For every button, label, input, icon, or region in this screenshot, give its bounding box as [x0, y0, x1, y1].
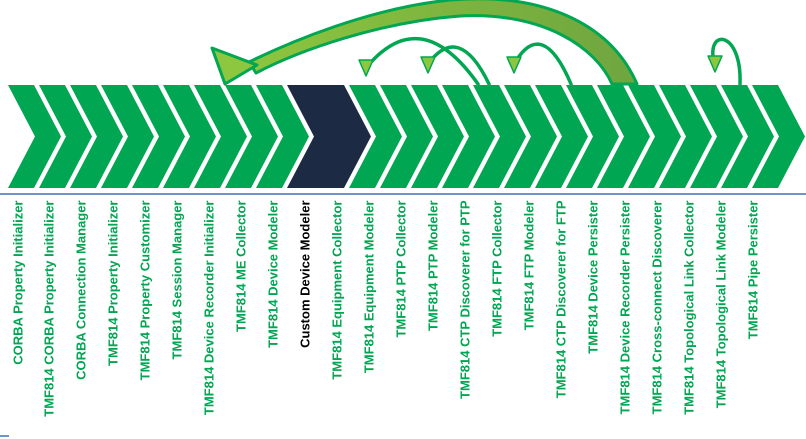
- stage-label: TMF814 Equipment Modeler: [361, 200, 377, 373]
- stage-label: TMF814 Device Modeler: [265, 200, 281, 348]
- stage-label: TMF814 CORBA Property Initializer: [41, 200, 57, 417]
- arc-arrowhead: [358, 59, 374, 77]
- stage-label: TMF814 Device Persister: [585, 200, 601, 354]
- chevron-stage: [504, 85, 557, 188]
- stage-label: TMF814 Property Initializer: [105, 200, 121, 366]
- chevron-stage: [225, 85, 278, 188]
- stage-label: TMF814 Device Recorder Persister: [617, 200, 633, 414]
- chevron-stage-highlighted: [287, 85, 371, 188]
- chevron-stage: [442, 85, 495, 188]
- large-loopback-arrow-body: [247, 0, 639, 86]
- chevron-stage: [132, 85, 185, 188]
- chevron-stage: [101, 85, 154, 188]
- stage-label: CORBA Connection Manager: [73, 200, 89, 380]
- arc-curve: [711, 37, 742, 86]
- small-loopback-arc-4: [707, 37, 742, 86]
- chevron-stage: [39, 85, 92, 188]
- arc-arrowhead: [506, 56, 522, 74]
- chevron-stage: [349, 85, 402, 188]
- chevron-stage: [752, 85, 805, 188]
- stage-label: TMF814 CTP Discoverer for PTP: [457, 200, 473, 399]
- chevron-stage: [473, 85, 526, 188]
- chevron-stage: [380, 85, 433, 188]
- stage-label: TMF814 Device Recorder Initializer: [201, 200, 217, 415]
- stage-label: TMF814 FTP Modeler: [521, 200, 537, 330]
- chevron-band: [8, 85, 805, 188]
- stage-label: TMF814 CTP Discoverer for FTP: [553, 200, 569, 398]
- stage-label: TMF814 FTP Collector: [489, 200, 505, 337]
- arc-arrowhead: [707, 55, 723, 73]
- small-loopback-arc-3: [506, 42, 573, 86]
- chevron-stage: [411, 85, 464, 188]
- stage-label: TMF814 Session Manager: [169, 200, 185, 359]
- large-loopback-arrowhead: [210, 46, 259, 86]
- chevron-stage: [690, 85, 743, 188]
- stage-label: TMF814 Cross-connect Discoverer: [649, 200, 665, 414]
- stage-label: TMF814 Equipment Collector: [329, 200, 345, 380]
- large-loopback-arrow: [210, 0, 639, 86]
- stage-label: TMF814 Topological Link Modeler: [713, 200, 729, 408]
- small-loopback-arc-2: [420, 45, 491, 86]
- chevron-stage: [628, 85, 681, 188]
- arc-curve: [426, 45, 491, 86]
- chevron-stage: [535, 85, 588, 188]
- stage-label: TMF814 PTP Modeler: [425, 200, 441, 331]
- diagram-graphics: [0, 0, 806, 195]
- chevron-stage: [163, 85, 216, 188]
- partial-divider-line: [0, 435, 9, 437]
- stage-label: CORBA Property Initializer: [10, 200, 25, 365]
- divider-line: [0, 193, 806, 195]
- chevron-stage: [597, 85, 650, 188]
- chevron-stage: [194, 85, 247, 188]
- chevron-stage: [721, 85, 774, 188]
- arc-curve: [512, 42, 573, 86]
- chevron-stage: [8, 85, 61, 188]
- stage-label: TMF814 PTP Collector: [393, 200, 409, 338]
- arc-arrowhead: [420, 56, 436, 74]
- chevron-stage: [256, 85, 309, 188]
- arc-curve: [364, 36, 480, 86]
- stage-label: TMF814 ME Collector: [233, 200, 249, 332]
- stage-label: TMF814 Topological Link Collector: [681, 200, 697, 415]
- chevron-stage: [659, 85, 712, 188]
- stage-label: TMF814 Pipe Persister: [745, 200, 761, 339]
- chevron-stage: [70, 85, 123, 188]
- stage-label: Custom Device Modeler: [297, 200, 313, 348]
- stage-label: TMF814 Property Customizer: [137, 200, 153, 380]
- small-loopback-arc-1: [358, 36, 480, 86]
- chevron-stage: [566, 85, 619, 188]
